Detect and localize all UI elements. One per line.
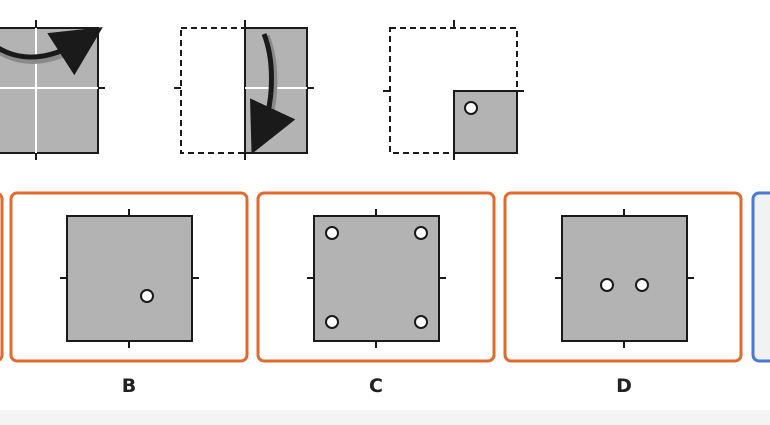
hole-circle [635,278,649,292]
hole-circle [325,226,339,240]
paper-sheet [66,215,193,342]
hole-circle [140,289,154,303]
option-e-card[interactable] [751,191,770,363]
page-footer-strip [0,410,770,425]
option-d-card[interactable] [503,191,743,363]
fold-step-2 [174,20,314,160]
option-c-label: C [369,375,383,397]
fold-step-1 [0,20,105,160]
paper-sheet [453,90,518,154]
paper-sheet [561,215,688,342]
hole-circle [325,315,339,329]
curved-arrow-icon [250,33,296,155]
option-d-label: D [616,375,632,397]
hole-circle [600,278,614,292]
curved-arrow-icon [0,27,103,76]
hole-circle [464,101,478,115]
fold-step-3 [383,20,524,160]
option-b-label: B [121,375,137,397]
hole-circle [414,315,428,329]
folded-away-outline [180,27,246,154]
option-a-card[interactable] [0,192,4,362]
option-b-card[interactable] [9,191,249,363]
hole-circle [414,226,428,240]
option-c-card[interactable] [256,191,496,363]
